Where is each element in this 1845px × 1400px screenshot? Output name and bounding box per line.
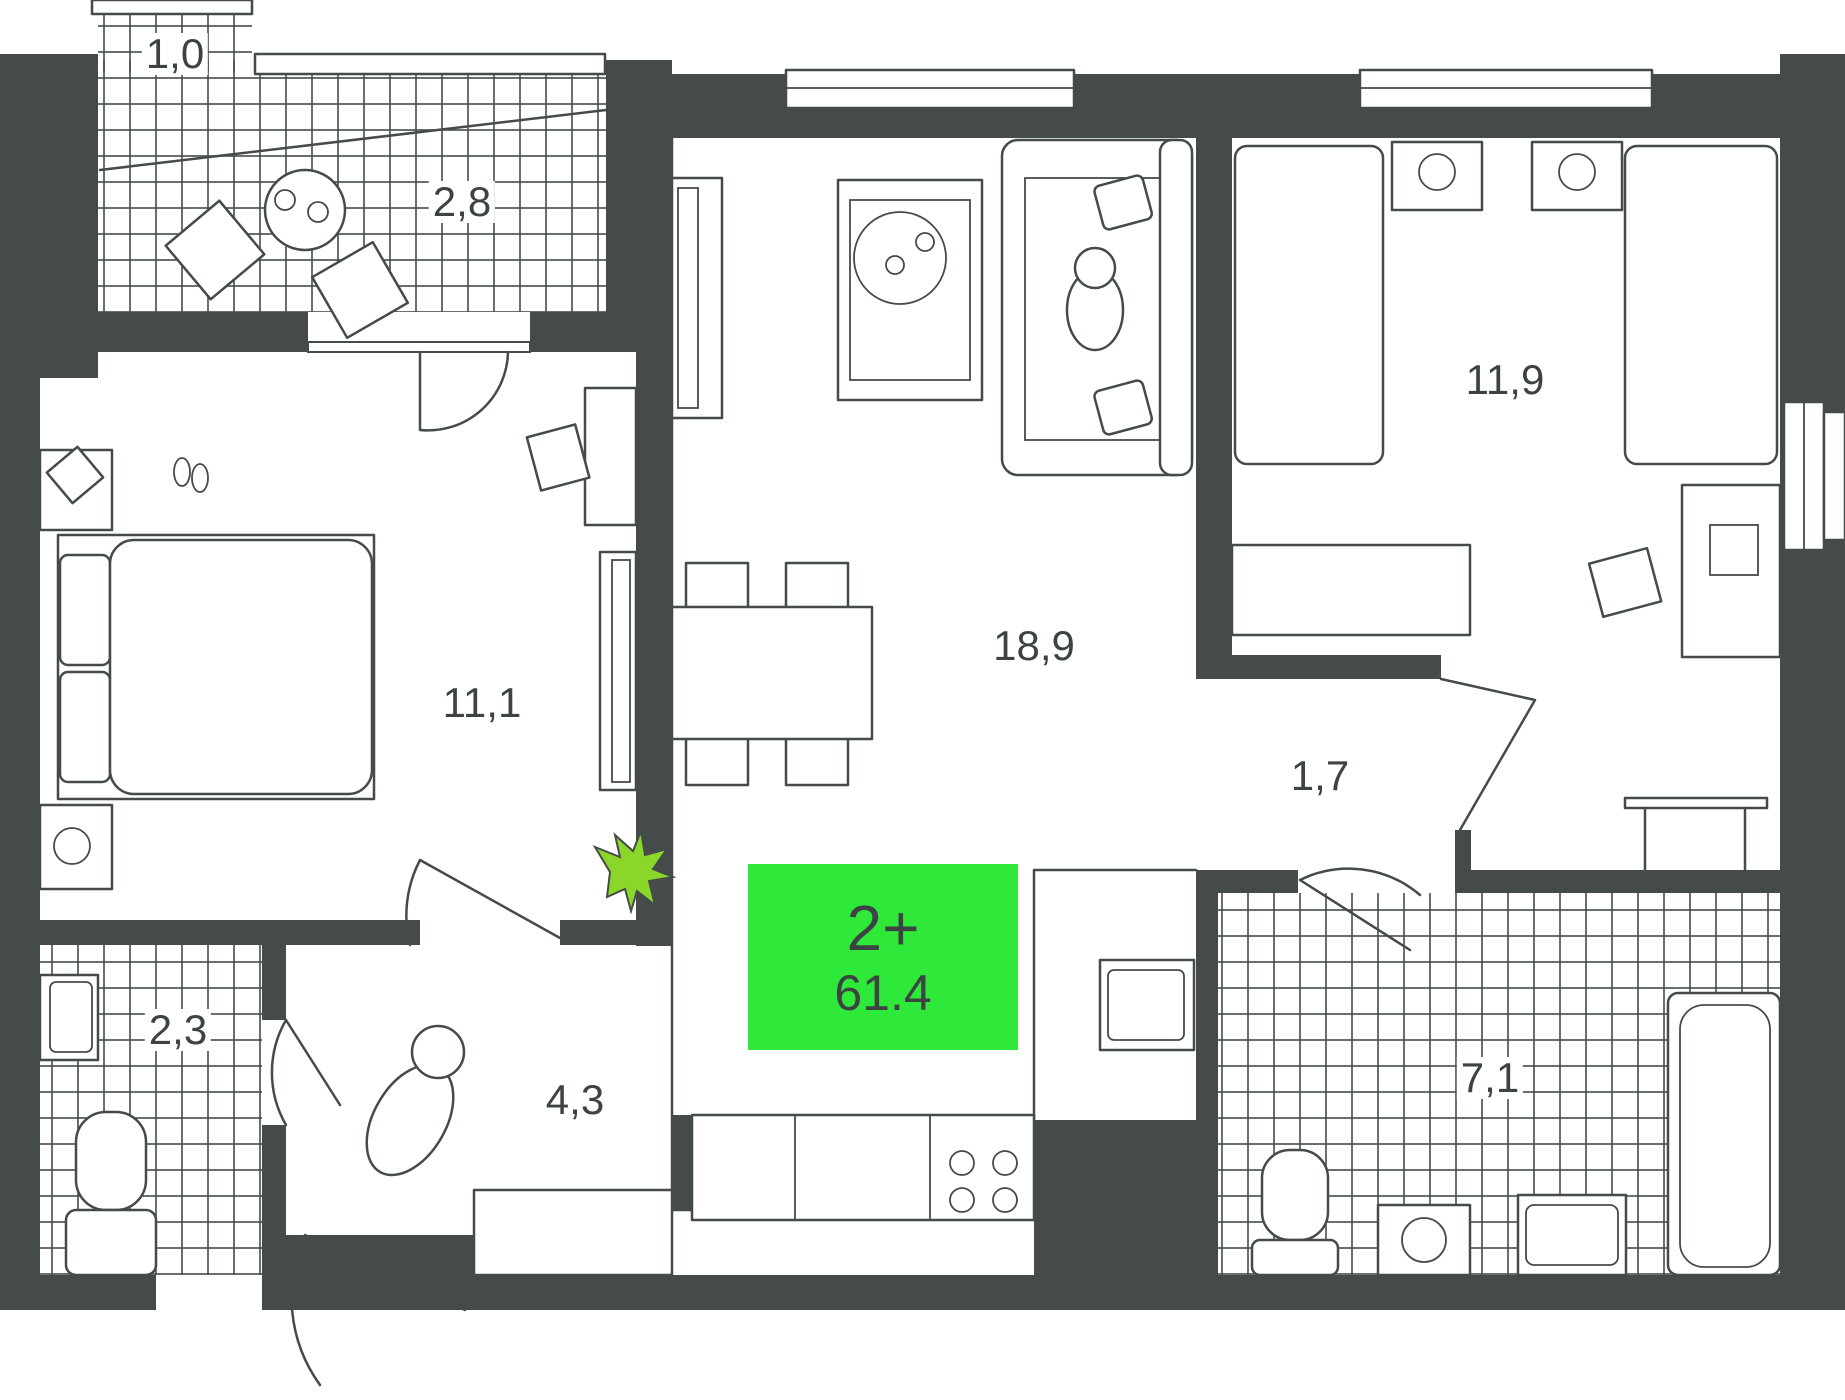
room-area-label: 1,7 bbox=[1290, 752, 1350, 799]
room-area-label: 11,9 bbox=[1465, 356, 1545, 403]
desk-icon bbox=[1587, 483, 1782, 659]
balcony-furniture bbox=[164, 168, 410, 340]
nightstand-icon bbox=[38, 445, 114, 891]
room-area-label: 18,9 bbox=[993, 622, 1075, 669]
room-area-label: 1,0 bbox=[141, 33, 209, 75]
room-area-label: 2,3 bbox=[144, 1009, 212, 1051]
windows bbox=[90, 0, 1845, 552]
room-area-label: 7,1 bbox=[1456, 1057, 1524, 1099]
doors bbox=[270, 350, 1537, 1387]
wardrobe-icon bbox=[472, 1188, 674, 1277]
wardrobe-icon bbox=[598, 550, 638, 792]
toilet-icon bbox=[64, 1110, 158, 1277]
apartment-type: 2+ bbox=[846, 892, 920, 964]
wardrobe-icon bbox=[670, 176, 724, 420]
bathtub-icon bbox=[1666, 991, 1782, 1277]
sink-icon bbox=[38, 973, 100, 1062]
total-area: 61.4 bbox=[834, 965, 932, 1021]
kitchen-counter bbox=[690, 1113, 1036, 1222]
apartment-summary-badge: 2+ 61.4 bbox=[748, 864, 1018, 1050]
slippers-icon bbox=[173, 457, 209, 493]
rug-icon bbox=[836, 178, 984, 402]
room-area-label: 11,1 bbox=[442, 679, 522, 726]
stove-icon bbox=[949, 1150, 1018, 1213]
fan-icon bbox=[1390, 140, 1624, 212]
dining-table-icon bbox=[670, 561, 874, 787]
plant-icon bbox=[592, 827, 677, 915]
washing-machine-icon bbox=[1376, 1203, 1472, 1277]
bed-icon bbox=[56, 533, 376, 801]
sink-icon bbox=[1516, 1193, 1628, 1277]
wardrobe-icon bbox=[1230, 543, 1472, 637]
room-area-label: 2,8 bbox=[428, 181, 496, 223]
bed-icon bbox=[1233, 144, 1779, 466]
room-area-label: 4,3 bbox=[545, 1076, 605, 1123]
sink-icon bbox=[1098, 958, 1196, 1052]
cat-icon bbox=[1065, 246, 1125, 352]
dog-icon bbox=[365, 1024, 466, 1177]
bench-icon bbox=[1623, 796, 1769, 872]
desk-icon bbox=[525, 386, 638, 527]
toilet-icon bbox=[1250, 1148, 1340, 1277]
